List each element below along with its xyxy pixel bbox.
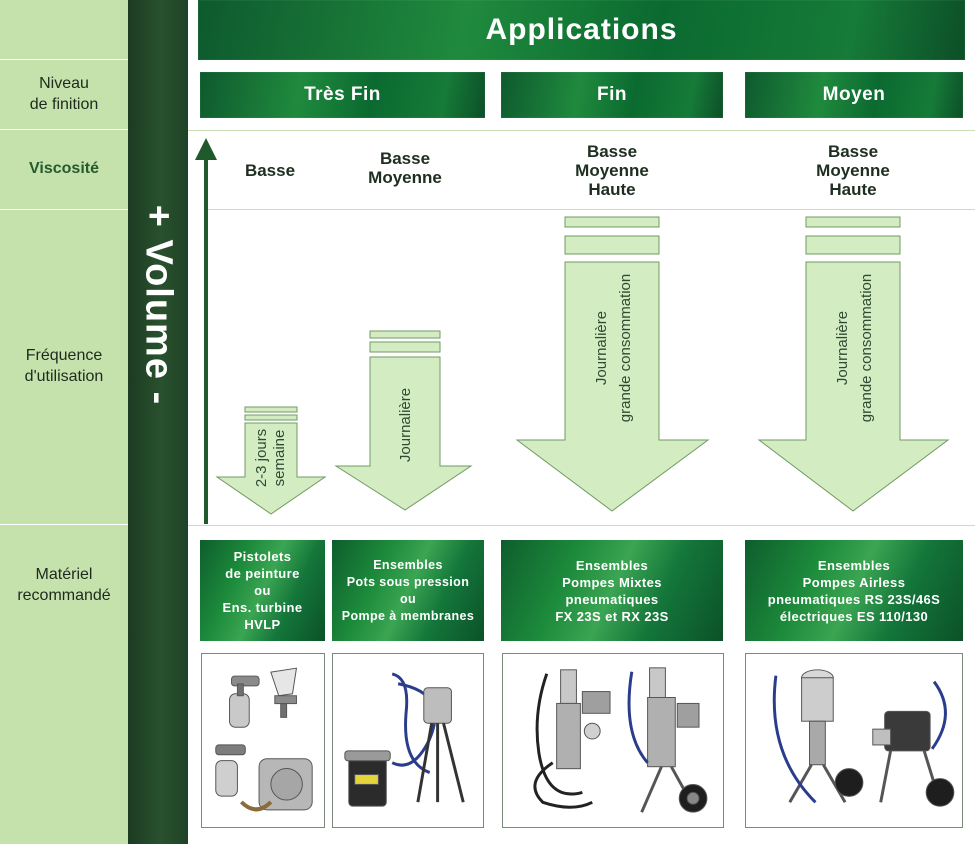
material-line: Pompes Mixtes: [562, 574, 662, 590]
material-box-medium: Ensembles Pompes Airless pneumatiques RS…: [745, 540, 963, 641]
material-line: Ensembles: [817, 557, 891, 573]
viscosity-medium: Basse Moyenne Haute: [816, 142, 890, 199]
frequency-arrow-2: [334, 330, 473, 511]
frequency-arrow-2-text: Journalière: [397, 388, 414, 462]
finish-level-label: Très Fin: [304, 84, 381, 105]
material-line: pneumatiques RS 23S/46S: [767, 591, 941, 607]
material-line: pneumatiques: [565, 591, 659, 607]
material-line: HVLP: [244, 617, 281, 632]
frequency-arrow-4: [757, 216, 950, 512]
material-box-very-fine-2: Ensembles Pots sous pression ou Pompe à …: [332, 540, 484, 641]
row-divider: [188, 130, 975, 131]
finish-level-very-fine: Très Fin: [200, 72, 485, 118]
left-header-blank: [0, 0, 128, 60]
material-line: FX 23S et RX 23S: [555, 608, 669, 624]
finish-level-label: Moyen: [822, 84, 886, 105]
label-viscosity: Viscosité: [0, 130, 128, 210]
frequency-arrow-1-text: 2-3 jourssemaine: [253, 429, 288, 487]
photo-pressure-pot-and-diaphragm-pump: [332, 653, 484, 828]
row-divider: [188, 525, 975, 526]
frequency-arrows: 2-3 jourssemaine Journalière Journalière…: [215, 216, 950, 515]
material-line: Ens. turbine: [222, 600, 303, 615]
material-line: ou: [254, 583, 271, 598]
volume-label: + Volume -: [137, 204, 180, 406]
material-line: ou: [399, 591, 417, 606]
viscosity-very-fine-1: Basse: [244, 161, 296, 180]
frequency-arrow-3: [515, 216, 710, 512]
finish-level-label: Fin: [597, 84, 627, 105]
material-line: électriques ES 110/130: [779, 608, 929, 624]
finish-level-fine: Fin: [501, 72, 723, 118]
material-line: Ensembles: [373, 557, 443, 572]
material-line: Pistolets: [233, 549, 292, 564]
label-material: Matériel recommandé: [17, 566, 111, 604]
material-box-fine: Ensembles Pompes Mixtes pneumatiques FX …: [501, 540, 723, 641]
volume-axis-arrow-head: [195, 138, 217, 160]
material-line: de peinture: [225, 566, 300, 581]
material-line: Pots sous pression: [346, 574, 470, 589]
applications-title: Applications: [485, 13, 678, 46]
photo-airless-pump-sets: [745, 653, 963, 828]
volume-band: + Volume -: [128, 0, 188, 844]
left-label-column: Niveau de finition Viscosité Fréquence d…: [0, 0, 129, 844]
row-divider: [208, 209, 975, 210]
label-finish-level: Niveau de finition: [0, 60, 128, 130]
material-line: Pompes Airless: [802, 574, 906, 590]
photo-mixed-pump-sets: [502, 653, 724, 828]
photo-spray-guns-and-turbine: [201, 653, 325, 828]
material-line: Pompe à membranes: [341, 608, 475, 623]
finish-level-medium: Moyen: [745, 72, 963, 118]
frequency-arrow-1: [215, 406, 327, 515]
label-frequency: Fréquence d'utilisation: [0, 210, 128, 525]
material-box-very-fine-1: Pistolets de peinture ou Ens. turbine HV…: [200, 540, 325, 641]
material-line: Ensembles: [575, 557, 649, 573]
viscosity-fine: Basse Moyenne Haute: [575, 142, 649, 199]
viscosity-very-fine-2: Basse Moyenne: [368, 149, 442, 187]
applications-header: Applications: [198, 0, 965, 60]
volume-axis-arrow: [204, 158, 208, 524]
